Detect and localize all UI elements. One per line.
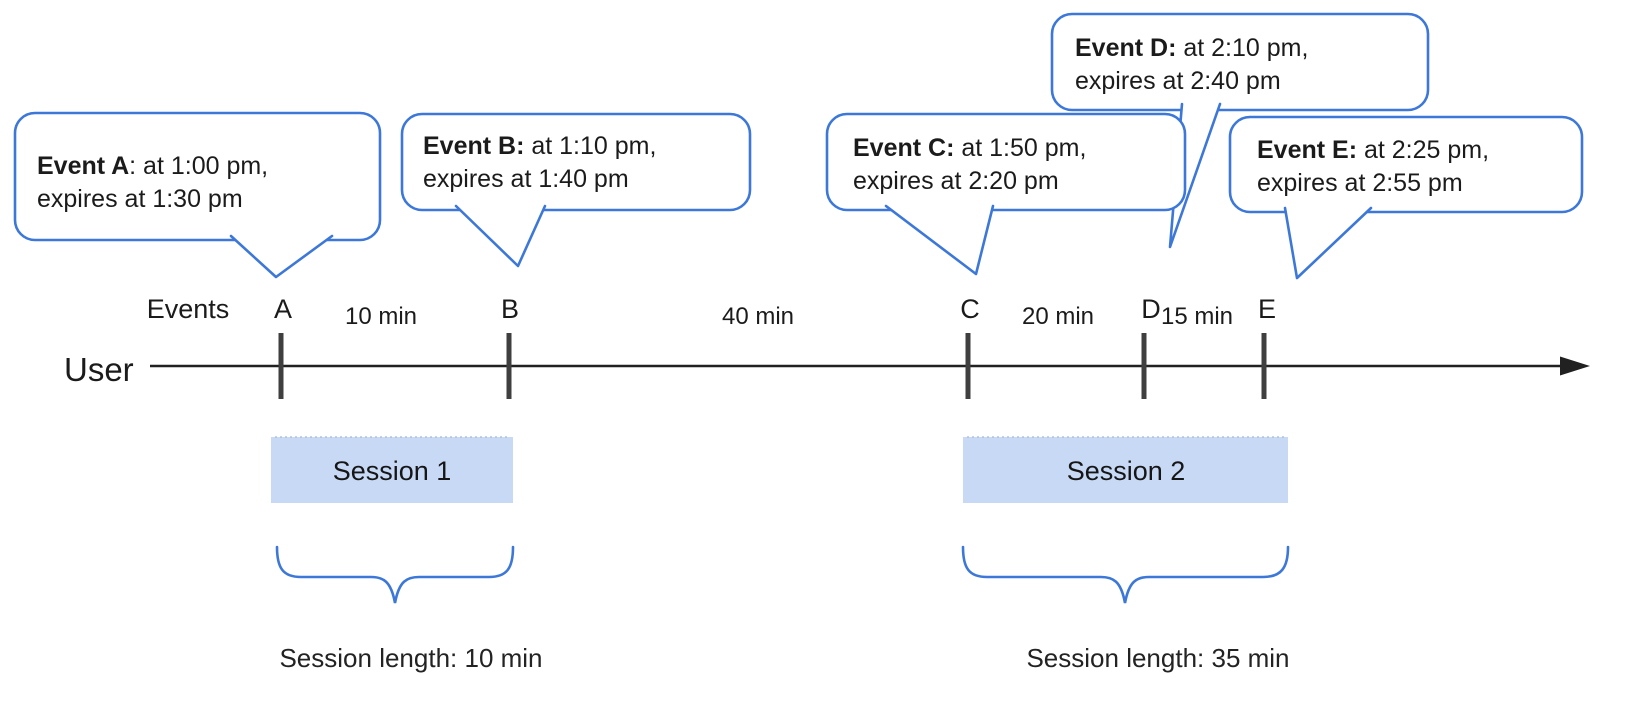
event-mark-c: C <box>960 294 980 324</box>
event-mark-d: D <box>1141 294 1161 324</box>
axis-label-user: User <box>64 351 134 388</box>
event-d-text-line2: expires at 2:40 pm <box>1075 67 1281 95</box>
event-e-text-line1: Event E: at 2:25 pm, <box>1257 136 1489 164</box>
event-a-title: Event A <box>37 152 129 180</box>
event-d-text-line1: Event D: at 2:10 pm, <box>1075 34 1308 62</box>
event-e-time: at 2:25 pm, <box>1357 136 1489 164</box>
session-1-box <box>271 437 513 503</box>
event-d-callout: Event D: at 2:10 pm, expires at 2:40 pm <box>1050 12 1430 249</box>
event-a-time: : at 1:00 pm, <box>129 152 268 180</box>
session-1-length-label: Session length: 10 min <box>279 643 542 673</box>
session-2-length-label: Session length: 35 min <box>1026 643 1289 673</box>
event-b-callout: Event B: at 1:10 pm, expires at 1:40 pm <box>400 112 752 268</box>
interval-a-b: 10 min <box>345 303 417 330</box>
event-e-text-line2: expires at 2:55 pm <box>1257 169 1463 197</box>
events-row-label: Events <box>147 294 230 324</box>
event-c-text-line1: Event C: at 1:50 pm, <box>853 134 1086 162</box>
event-b-text-line2: expires at 1:40 pm <box>423 165 629 193</box>
session-2-label: Session 2 <box>1067 456 1186 486</box>
event-a-text-line2: expires at 1:30 pm <box>37 185 243 213</box>
event-mark-a: A <box>274 294 292 324</box>
session-1-brace <box>275 545 515 604</box>
interval-d-e: 15 min <box>1161 303 1233 330</box>
event-e-callout: Event E: at 2:25 pm, expires at 2:55 pm <box>1228 115 1584 280</box>
session-2-box <box>963 437 1288 503</box>
event-mark-e: E <box>1258 294 1276 324</box>
interval-c-d: 20 min <box>1022 303 1094 330</box>
event-b-text-line1: Event B: at 1:10 pm, <box>423 132 656 160</box>
event-b-callout-box <box>400 112 752 212</box>
session-2-brace <box>961 545 1290 604</box>
event-c-callout: Event C: at 1:50 pm, expires at 2:20 pm <box>825 112 1187 276</box>
event-a-callout-box <box>13 111 382 242</box>
timeline-axis: User <box>64 333 1590 399</box>
event-b-title: Event B: <box>423 132 524 160</box>
event-c-callout-box <box>825 112 1187 212</box>
event-d-time: at 2:10 pm, <box>1176 34 1308 62</box>
event-c-time: at 1:50 pm, <box>954 134 1086 162</box>
event-c-title: Event C: <box>853 134 954 162</box>
session-2: Session 2 Session length: 35 min <box>961 436 1290 673</box>
event-e-callout-box <box>1228 115 1584 214</box>
axis-arrowhead-icon <box>1560 356 1590 376</box>
interval-b-c: 40 min <box>722 303 794 330</box>
event-c-callout-tail <box>884 204 995 276</box>
event-a-text-line1: Event A: at 1:00 pm, <box>37 152 268 180</box>
session-1: Session 1 Session length: 10 min <box>271 436 543 673</box>
event-e-callout-tail <box>1283 206 1373 280</box>
event-d-callout-box <box>1050 12 1430 112</box>
event-d-title: Event D: <box>1075 34 1176 62</box>
event-labels-row: Events A B C D E 10 min 40 min 20 min 15… <box>147 294 1276 330</box>
event-a-callout-tail <box>229 234 334 279</box>
event-a-callout: Event A: at 1:00 pm, expires at 1:30 pm <box>13 111 382 279</box>
session-1-label: Session 1 <box>333 456 452 486</box>
event-e-title: Event E: <box>1257 136 1357 164</box>
event-b-time: at 1:10 pm, <box>524 132 656 160</box>
event-c-text-line2: expires at 2:20 pm <box>853 167 1059 195</box>
event-b-callout-tail <box>454 204 547 268</box>
event-mark-b: B <box>501 294 519 324</box>
